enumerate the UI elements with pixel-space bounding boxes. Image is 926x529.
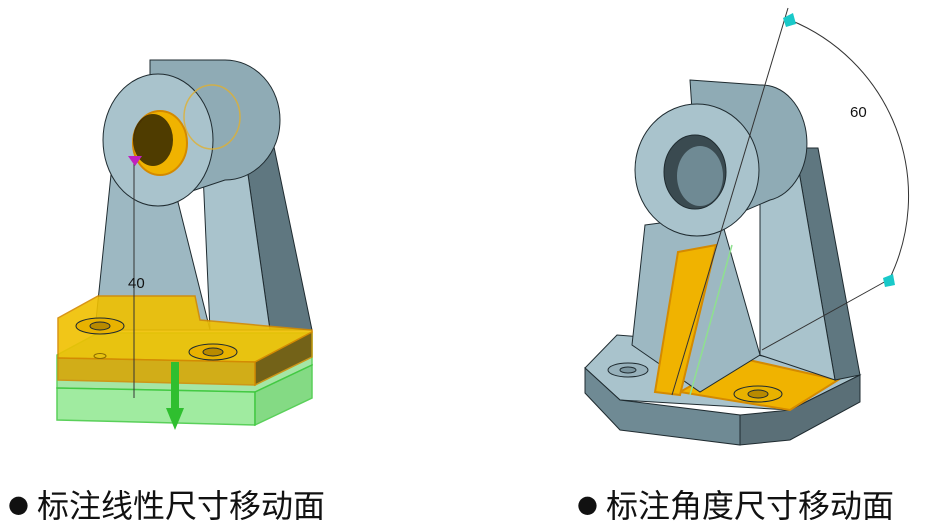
left-caption: ● 标注线性尺寸移动面 (8, 482, 325, 526)
left-hole-3 (93, 353, 107, 359)
right-selected-slanted-face (653, 243, 718, 397)
right-caption-text: 标注角度尺寸移动面 (605, 487, 894, 525)
right-caption: ● 标注角度尺寸移动面 (577, 482, 894, 526)
left-caption-bullet: ● (8, 490, 29, 518)
left-base-front (57, 357, 256, 386)
left-boss-back-ghost (183, 84, 241, 150)
right-part-model (584, 7, 910, 446)
left-hole-1-inner (89, 321, 111, 331)
left-caption-text: 标注线性尺寸移动面 (36, 487, 325, 525)
right-left-hole-inner (619, 366, 637, 374)
left-dimension-marker (128, 156, 142, 166)
left-dimension-value[interactable]: 40 (128, 275, 145, 292)
right-angle-handle-bottom[interactable] (883, 274, 895, 287)
left-part-model (56, 59, 313, 430)
right-dimension-extension-line (671, 7, 789, 396)
left-hole-2-inner (202, 347, 224, 357)
right-angle-arc (789, 19, 910, 281)
right-angle-handle-top[interactable] (783, 13, 796, 27)
right-dimension-extension-line-2 (761, 279, 889, 351)
left-moved-base-front (56, 387, 256, 426)
right-boss-bore-inner (677, 146, 723, 206)
right-dimension-value[interactable]: 60 (850, 104, 867, 121)
left-move-handle-shaft[interactable] (171, 362, 179, 410)
left-bore-shadow (133, 114, 173, 166)
left-moved-base-side (254, 363, 313, 427)
right-moved-edge (689, 244, 733, 396)
left-move-handle-arrow-icon[interactable] (166, 408, 184, 430)
right-caption-bullet: ● (577, 490, 598, 518)
right-base-hole-inner (747, 389, 769, 399)
left-base-side (254, 330, 313, 387)
